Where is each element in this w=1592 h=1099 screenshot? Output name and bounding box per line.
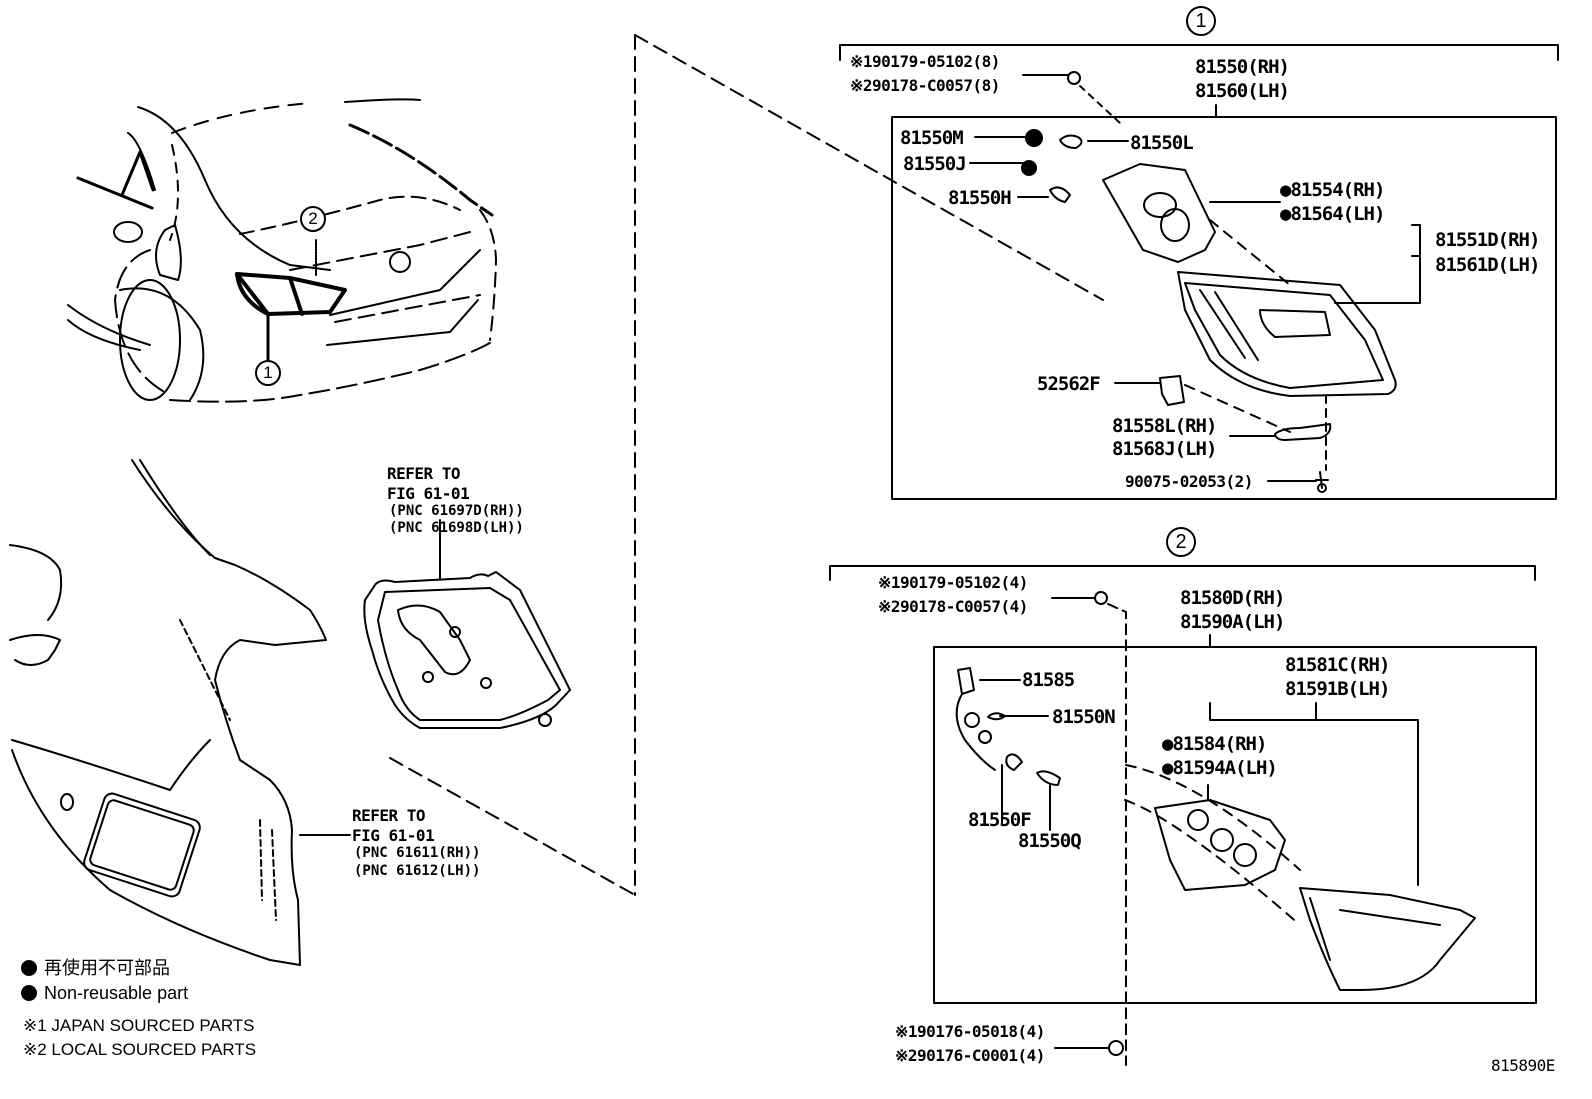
part-label-non-reusable[interactable]: 81554(RH) bbox=[1280, 178, 1385, 202]
part-label[interactable]: 81550N bbox=[1052, 706, 1116, 728]
group2-callout: 2 bbox=[1166, 527, 1196, 557]
legend-local-sourced: ※2 LOCAL SOURCED PARTS bbox=[23, 1040, 257, 1059]
part-label[interactable]: 81551D(RH) bbox=[1435, 229, 1540, 251]
reference-pnc: (PNC 61698D(LH)) bbox=[389, 520, 524, 536]
bullet-icon bbox=[21, 985, 37, 1001]
part-label[interactable]: 81550H bbox=[948, 187, 1012, 209]
reference-label[interactable]: FIG 61-01 bbox=[352, 826, 435, 845]
group1-callout: 1 bbox=[1186, 6, 1216, 36]
part-label-non-reusable[interactable]: 81584(RH) bbox=[1162, 732, 1267, 756]
part-label[interactable]: ※290178-C0057(4) bbox=[878, 597, 1028, 616]
part-label[interactable]: 81550J bbox=[903, 153, 967, 175]
part-label[interactable]: 81550Q bbox=[1018, 830, 1082, 852]
part-label[interactable]: 81550L bbox=[1130, 132, 1194, 154]
assembly-label[interactable]: 81580D(RH) bbox=[1180, 587, 1285, 609]
reference-pnc: (PNC 61697D(RH)) bbox=[389, 503, 524, 519]
reference-pnc: (PNC 61611(RH)) bbox=[354, 845, 481, 861]
part-label[interactable]: ※190179-05102(4) bbox=[878, 573, 1028, 592]
part-label[interactable]: 52562F bbox=[1037, 373, 1101, 395]
part-label[interactable]: 81558L(RH) bbox=[1112, 415, 1217, 437]
part-label[interactable]: 81568J(LH) bbox=[1112, 438, 1217, 460]
reference-label: REFER TO bbox=[352, 806, 426, 825]
part-label[interactable]: 81550F bbox=[968, 809, 1032, 831]
reference-label[interactable]: FIG 61-01 bbox=[387, 484, 470, 503]
assembly-label[interactable]: 81550(RH) bbox=[1195, 56, 1290, 78]
part-label[interactable]: ※290176-C0001(4) bbox=[895, 1046, 1045, 1065]
car-rear-illustration bbox=[67, 98, 497, 403]
legend-non-reusable-jp: 再使用不可部品 bbox=[44, 958, 170, 978]
assembly-label[interactable]: 81560(LH) bbox=[1195, 80, 1290, 102]
group1-frame bbox=[839, 44, 1559, 500]
overview-callout-1: 1 bbox=[255, 360, 281, 386]
part-label[interactable]: ※290178-C0057(8) bbox=[850, 76, 1000, 95]
tail-lamp-bracket-illustration bbox=[299, 519, 571, 836]
part-label[interactable]: 81550M bbox=[900, 127, 964, 149]
legend-non-reusable: Non-reusable part bbox=[44, 983, 189, 1003]
part-label[interactable]: 81585 bbox=[1022, 669, 1075, 691]
bullet-icon bbox=[21, 960, 37, 976]
part-label[interactable]: ※190176-05018(4) bbox=[895, 1022, 1045, 1041]
part-label[interactable]: 81591B(LH) bbox=[1285, 678, 1390, 700]
figure-id: 815890E bbox=[1491, 1056, 1555, 1075]
quarter-panel-illustration bbox=[9, 459, 327, 966]
assembly-label[interactable]: 81590A(LH) bbox=[1180, 611, 1285, 633]
part-label[interactable]: 81561D(LH) bbox=[1435, 254, 1540, 276]
overview-callout-2: 2 bbox=[300, 206, 326, 232]
part-label-non-reusable[interactable]: 81594A(LH) bbox=[1162, 756, 1277, 780]
part-label-non-reusable[interactable]: 81564(LH) bbox=[1280, 202, 1385, 226]
reference-label: REFER TO bbox=[387, 464, 461, 483]
part-label[interactable]: 90075-02053(2) bbox=[1125, 472, 1253, 491]
part-label[interactable]: ※190179-05102(8) bbox=[850, 52, 1000, 71]
group2-frame bbox=[829, 565, 1537, 1066]
reference-pnc: (PNC 61612(LH)) bbox=[354, 863, 481, 879]
legend-japan-sourced: ※1 JAPAN SOURCED PARTS bbox=[23, 1016, 255, 1035]
part-label[interactable]: 81581C(RH) bbox=[1285, 654, 1390, 676]
